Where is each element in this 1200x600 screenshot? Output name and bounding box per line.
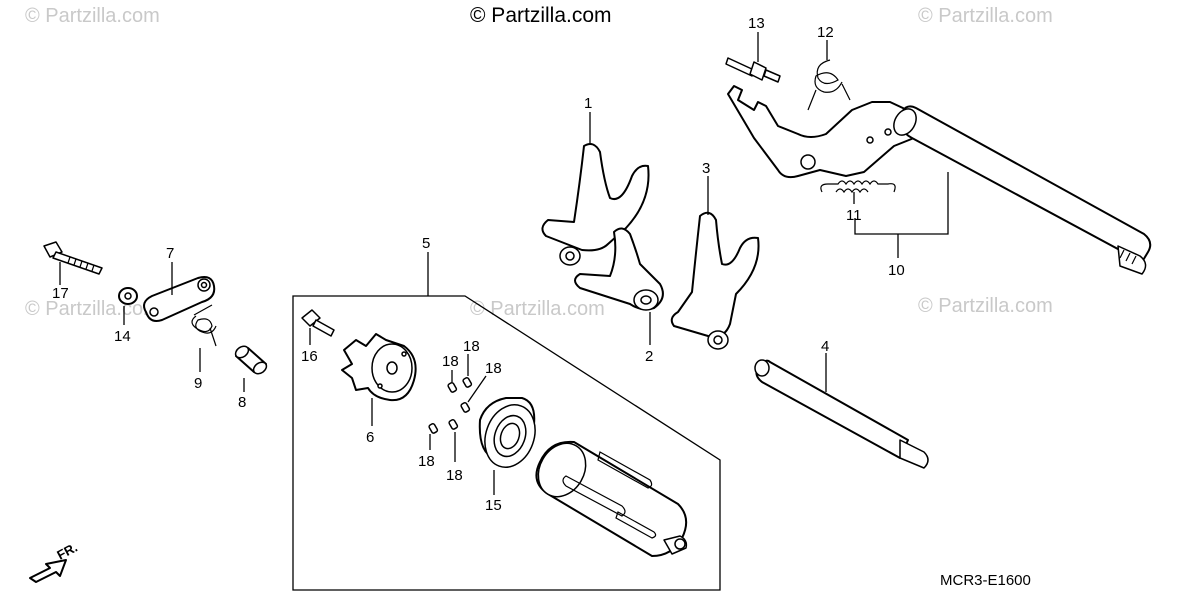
callout-14[interactable]: 14 xyxy=(114,328,131,345)
part-2-shift-fork[interactable] xyxy=(574,227,664,311)
part-14-washer[interactable] xyxy=(118,287,138,305)
part-8-collar[interactable] xyxy=(233,344,268,376)
callout-15[interactable]: 15 xyxy=(485,497,502,514)
part-12-torsion-spring[interactable] xyxy=(807,59,851,111)
part-16-bolt[interactable] xyxy=(301,309,335,337)
callout-9[interactable]: 9 xyxy=(194,375,202,392)
watermark-mid-left: © Partzilla.com xyxy=(25,298,160,320)
callout-18a[interactable]: 18 xyxy=(442,353,459,370)
watermark-top-left: © Partzilla.com xyxy=(25,5,160,27)
callout-11[interactable]: 11 xyxy=(846,207,862,224)
callout-13[interactable]: 13 xyxy=(748,15,765,32)
leader-18c xyxy=(467,375,487,403)
callout-12[interactable]: 12 xyxy=(817,24,834,41)
callout-1[interactable]: 1 xyxy=(584,95,592,112)
callout-18e[interactable]: 18 xyxy=(446,467,463,484)
part-1-shift-fork[interactable] xyxy=(541,143,650,266)
part-18-pins[interactable] xyxy=(428,377,473,434)
callout-8[interactable]: 8 xyxy=(238,394,246,411)
callout-3[interactable]: 3 xyxy=(702,160,710,177)
part-6-drum-center[interactable] xyxy=(341,333,417,402)
part-4-fork-shaft[interactable] xyxy=(754,359,929,469)
callout-2[interactable]: 2 xyxy=(645,348,653,365)
part-17-bolt[interactable] xyxy=(43,241,103,275)
callout-18d[interactable]: 18 xyxy=(418,453,435,470)
watermark-top-right: © Partzilla.com xyxy=(918,5,1053,27)
leader-10-bracket xyxy=(854,172,949,235)
diagram-code: MCR3-E1600 xyxy=(940,572,1031,589)
callout-18b[interactable]: 18 xyxy=(463,338,480,355)
callout-6[interactable]: 6 xyxy=(366,429,374,446)
watermark-mid-center: © Partzilla.com xyxy=(470,298,605,320)
callout-4[interactable]: 4 xyxy=(821,338,829,355)
part-9-spring[interactable] xyxy=(191,304,217,347)
front-direction-label: FR. xyxy=(54,540,80,563)
shift-drum[interactable] xyxy=(529,435,688,557)
callout-17[interactable]: 17 xyxy=(52,285,69,302)
part-11-return-spring[interactable] xyxy=(820,180,896,194)
callout-5[interactable]: 5 xyxy=(422,235,430,252)
part-10-gearshift-spindle[interactable] xyxy=(727,85,1152,275)
callout-10[interactable]: 10 xyxy=(888,262,905,279)
drum-assembly-outline xyxy=(292,295,721,591)
callout-7[interactable]: 7 xyxy=(166,245,174,262)
callout-16[interactable]: 16 xyxy=(301,348,318,365)
watermark-top-center: © Partzilla.com xyxy=(470,4,612,27)
part-15-bearing[interactable] xyxy=(477,397,544,475)
part-7-stopper-arm[interactable] xyxy=(143,276,216,322)
part-3-shift-fork[interactable] xyxy=(670,211,760,350)
watermark-mid-right: © Partzilla.com xyxy=(918,295,1053,317)
front-arrow-icon xyxy=(29,559,67,583)
part-13-bolt[interactable] xyxy=(725,57,781,83)
callout-18c[interactable]: 18 xyxy=(485,360,502,377)
